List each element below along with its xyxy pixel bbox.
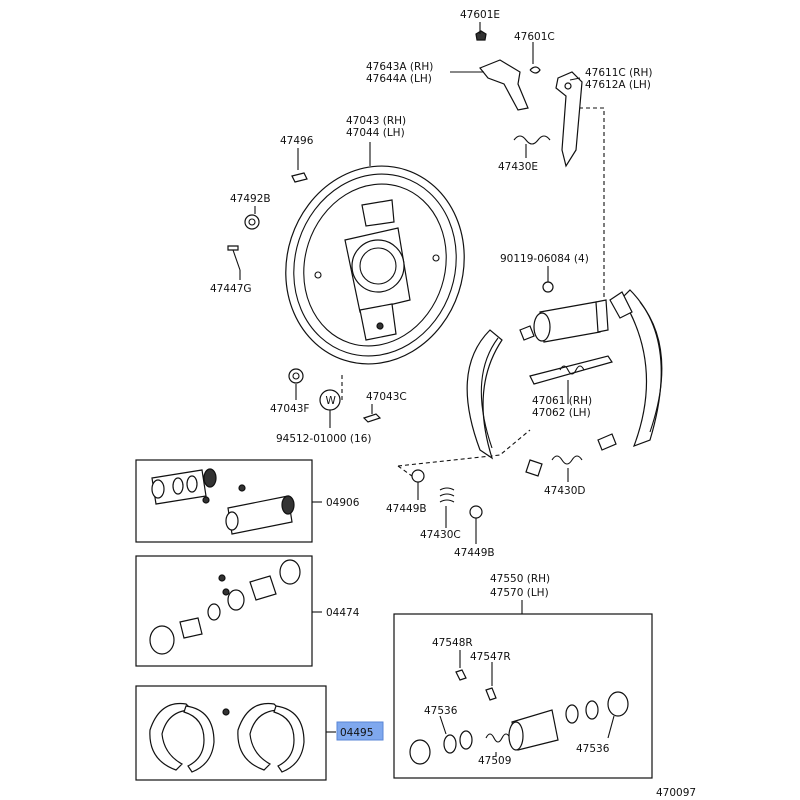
label-47644A[interactable]: 47644A (LH) [366,73,432,85]
wheel-cylinder-box [393,600,653,779]
label-47061[interactable]: 47061 (RH) [532,395,592,407]
label-47447G[interactable]: 47447G [210,283,252,295]
washer-symbol-label: W [326,395,337,407]
label-90119-06084[interactable]: 90119-06084 (4) [500,253,589,265]
label-47536-right[interactable]: 47536 [576,743,610,755]
label-47496[interactable]: 47496 [280,135,314,147]
kit-box-04495 [135,685,336,781]
label-47536-left[interactable]: 47536 [424,705,458,717]
label-47043F[interactable]: 47043F [270,403,309,415]
kit-box-04906 [135,459,322,543]
figure-id: 470097 [656,787,696,799]
label-47043[interactable]: 47043 (RH) [346,115,406,127]
highlight-box [336,721,384,741]
label-47548R[interactable]: 47548R [432,637,473,649]
plate-hardware [227,214,554,423]
kit-box-04474 [135,555,322,667]
label-47430E[interactable]: 47430E [498,161,538,173]
dashed-guides [341,107,605,477]
label-47550[interactable]: 47550 (RH) [490,573,550,585]
label-47430C[interactable]: 47430C [420,529,461,541]
label-47043C[interactable]: 47043C [366,391,407,403]
label-47547R[interactable]: 47547R [470,651,511,663]
shoe-assembly [411,289,663,519]
label-47570[interactable]: 47570 (LH) [490,587,549,599]
label-47611C[interactable]: 47611C (RH) [585,67,652,79]
label-47044[interactable]: 47044 (LH) [346,127,405,139]
label-04495[interactable]: 04495 [340,727,373,739]
label-47449B-upper[interactable]: 47449B [386,503,427,515]
label-47509[interactable]: 47509 [478,755,511,767]
label-47449B-lower[interactable]: 47449B [454,547,495,559]
backing-plate [285,165,465,365]
label-47601E[interactable]: 47601E [460,9,500,21]
parking-lever-group [475,30,583,168]
label-47492B[interactable]: 47492B [230,193,271,205]
label-04906[interactable]: 04906 [326,497,360,509]
part-labels: 47601E 47601C 47643A (RH) 47644A (LH) 47… [210,9,696,799]
label-47643A[interactable]: 47643A (RH) [366,61,433,73]
label-47062[interactable]: 47062 (LH) [532,407,591,419]
highlighted-part-04495[interactable]: 04495 [336,721,384,741]
leader-lines [239,22,615,756]
label-47612A[interactable]: 47612A (LH) [585,79,651,91]
label-04474[interactable]: 04474 [326,607,360,619]
label-47430D[interactable]: 47430D [544,485,586,497]
label-94512-01000[interactable]: 94512-01000 (16) [276,433,371,445]
label-47601C[interactable]: 47601C [514,31,555,43]
